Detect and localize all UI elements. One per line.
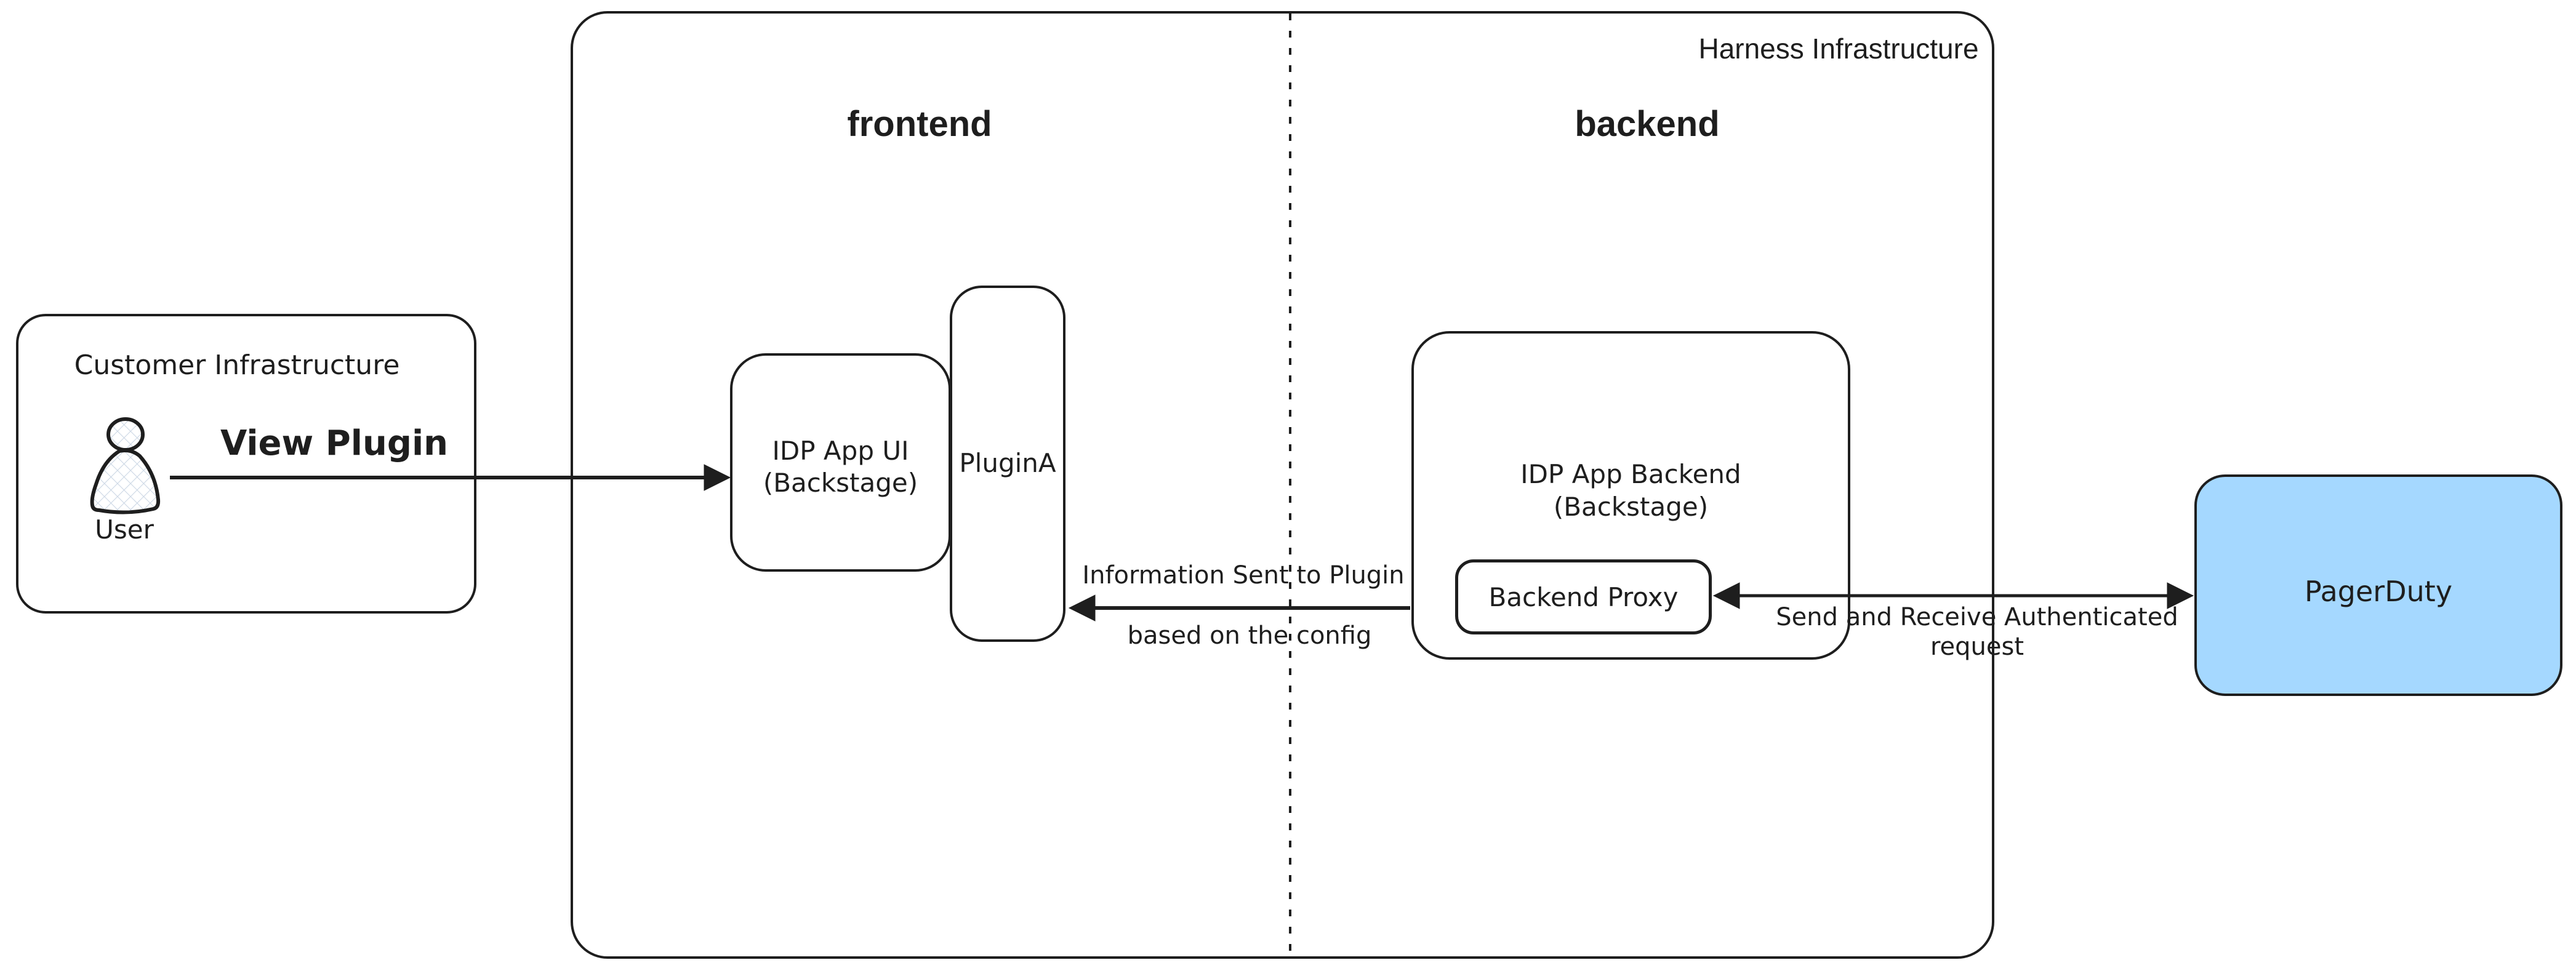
view-plugin-arrow [170, 464, 731, 491]
backend-section-label: backend [1575, 104, 1720, 144]
backend-proxy-box [1455, 559, 1712, 634]
harness-infrastructure-box [571, 11, 1994, 959]
pagerduty-box [2194, 474, 2562, 696]
idp-app-backend-label-line1: IDP App Backend [1520, 459, 1741, 489]
idp-app-backend-label-line2: (Backstage) [1553, 492, 1709, 522]
backend-proxy-label: Backend Proxy [1488, 582, 1679, 612]
frontend-section-label: frontend [847, 104, 992, 144]
info-sent-arrow-label-line2: based on the config [1127, 622, 1372, 650]
info-sent-arrow-label-line1: Information Sent to Plugin [1082, 561, 1405, 590]
pagerduty-label: PagerDuty [2304, 575, 2453, 608]
user-icon [90, 417, 161, 514]
view-plugin-arrow-label: View Plugin [220, 423, 448, 463]
customer-infrastructure-title: Customer Infrastructure [74, 350, 400, 381]
customer-infrastructure-box [16, 314, 476, 614]
auth-request-arrow [1712, 582, 2194, 609]
idp-app-ui-label-line1: IDP App UI [772, 436, 909, 466]
auth-request-arrow-label-line1: Send and Receive Authenticated [1776, 603, 2178, 631]
info-sent-arrow [1068, 594, 1410, 622]
auth-request-arrow-label-line2: request [1930, 633, 2024, 661]
idp-app-ui-label-line2: (Backstage) [763, 468, 918, 498]
plugin-a-box [950, 286, 1065, 642]
plugin-a-label: PluginA [959, 448, 1056, 478]
user-label: User [95, 514, 154, 545]
idp-app-backend-box [1411, 331, 1850, 660]
harness-infrastructure-title: Harness Infrastructure [1698, 33, 1979, 65]
